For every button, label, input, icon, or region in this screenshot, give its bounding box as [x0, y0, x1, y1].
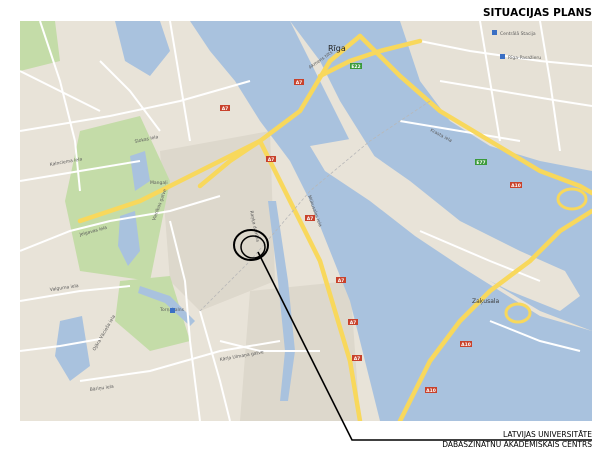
train-station-icon: [492, 30, 497, 35]
poi-label: Rīga-Pasažieru: [508, 54, 541, 61]
lake: [115, 21, 170, 76]
city-label: Rīga: [328, 44, 346, 53]
road-shield-label: A7: [268, 157, 275, 163]
road-shield-a7: [266, 156, 276, 162]
street-label: Slokas iela: [134, 134, 159, 145]
road-shield-label: E77: [476, 160, 485, 166]
park-area: [20, 21, 60, 71]
lake: [118, 211, 140, 266]
map-canvas[interactable]: A7 A7 A7 A7 A7 A7 A7 A10 A10 A10 E22 E77…: [20, 21, 592, 421]
road-shield-a7: [305, 215, 315, 221]
page-title: SITUĀCIJAS PLĀNS: [482, 7, 592, 19]
train-station-icon: [500, 54, 505, 59]
road-shield-e22: [350, 63, 362, 69]
road-shield-label: A7: [338, 278, 345, 284]
poi-label: Centrālā Stacija: [500, 31, 536, 37]
park-area: [115, 276, 190, 351]
street-label: Bāriņu iela: [89, 384, 114, 393]
road-shield-a10: [510, 182, 522, 188]
railway: [199, 100, 431, 312]
street-label: Kalnciema iela: [49, 156, 83, 168]
district-label: Mangaļi: [150, 180, 168, 186]
district-label: Zaķusala: [472, 298, 500, 305]
road-shield-label: A10: [461, 342, 471, 348]
location-marker-icon[interactable]: [233, 229, 269, 261]
road-shield-label: E22: [351, 64, 360, 70]
urban-block: [160, 131, 275, 311]
road-shield-label: A10: [511, 183, 521, 189]
road-shield-a7: [220, 105, 230, 111]
road-shield-label: A7: [307, 216, 314, 222]
map-view[interactable]: A7 A7 A7 A7 A7 A7 A7 A10 A10 A10 E22 E77…: [20, 21, 592, 421]
road-shield-a7: [294, 79, 304, 85]
road-shield-label: A10: [426, 388, 436, 394]
road-shield-label: A7: [296, 80, 303, 86]
road-shield-e77: [475, 159, 487, 165]
caption-center: DABASZINĀTNU AKADĒMISKAIS CENTRS: [442, 440, 592, 449]
caption-university: LATVIJAS UNIVERSITĀTE: [503, 430, 592, 439]
lake: [55, 316, 90, 381]
road-shield-label: A7: [354, 356, 361, 362]
canal: [138, 286, 195, 326]
train-station-icon: [170, 308, 175, 313]
road-shield-label: A7: [222, 106, 229, 112]
street-label: Valguma iela: [49, 283, 79, 293]
road-shield-label: A7: [350, 320, 357, 326]
